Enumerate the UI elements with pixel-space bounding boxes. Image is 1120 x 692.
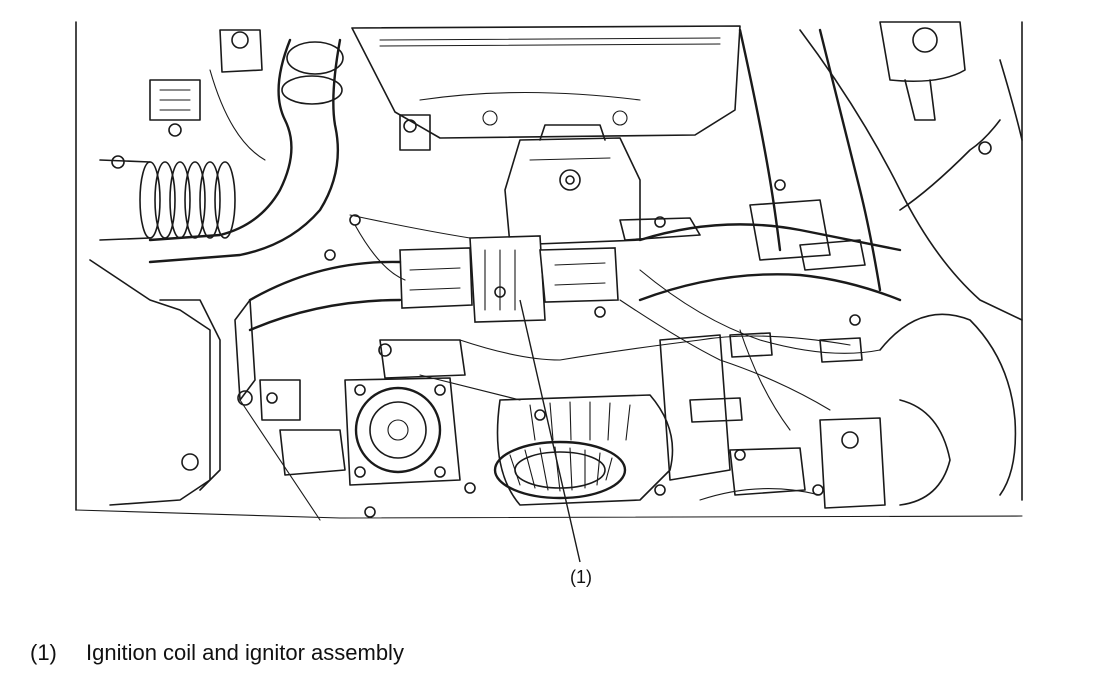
legend-item-text: Ignition coil and ignitor assembly — [86, 640, 404, 665]
callout-leader-line — [519, 299, 581, 563]
illustration-frame — [75, 21, 1023, 519]
callout-label-1: (1) — [570, 567, 592, 587]
upper-left-components — [149, 29, 266, 161]
ignition-coil-assembly — [399, 235, 619, 323]
air-intake-cover — [351, 25, 741, 139]
right-lower-components — [659, 313, 1017, 509]
left-lower-components — [89, 259, 346, 521]
pulley-housing — [344, 339, 466, 486]
fasteners — [324, 179, 861, 518]
legend-item-number: (1) — [30, 640, 57, 665]
intake-duct — [99, 38, 344, 264]
upper-right-components — [738, 21, 1023, 321]
alternator — [493, 394, 674, 506]
wiring-harness — [349, 214, 881, 431]
legend: (1) Ignition coil and ignitor assembly — [30, 640, 404, 666]
corrugated-hose — [139, 161, 236, 239]
intake-manifold — [248, 199, 902, 332]
throttle-body — [399, 114, 641, 246]
